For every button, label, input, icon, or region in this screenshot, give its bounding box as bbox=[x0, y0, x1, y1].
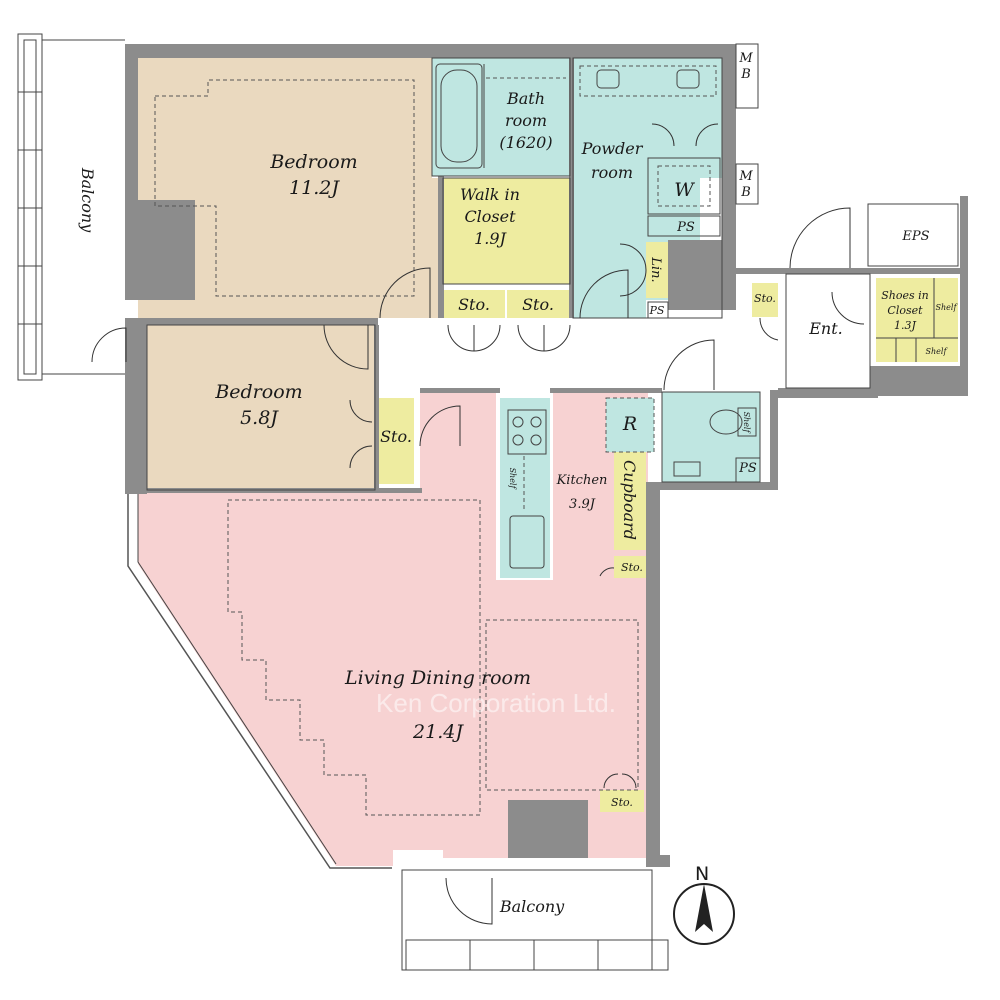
wall-hall-south-b bbox=[550, 388, 662, 393]
kitchen-shelf-label: Shelf bbox=[508, 468, 517, 491]
cupboard-area bbox=[614, 452, 646, 550]
walkin-label-1: Walk in bbox=[460, 185, 520, 204]
powder-label-1: Powder bbox=[581, 139, 644, 158]
entrance-storage-area bbox=[752, 283, 778, 317]
bathroom-area bbox=[432, 58, 570, 176]
eps-label: EPS bbox=[901, 229, 929, 244]
wall-hall-south-a bbox=[420, 388, 500, 393]
wall-living-angle bbox=[127, 494, 392, 869]
vanity-counter bbox=[579, 65, 717, 97]
hall-storage-left-label: Sto. bbox=[458, 295, 490, 314]
balcony-south bbox=[401, 869, 669, 971]
mb-label-upper-m: M bbox=[738, 51, 753, 66]
shoes-closet-area bbox=[876, 278, 958, 362]
bedroom-small-storage-label: Sto. bbox=[380, 427, 412, 446]
kitchen-storage-label: Sto. bbox=[621, 561, 643, 574]
bedroom-small-area bbox=[147, 325, 375, 490]
kitchen-storage-area bbox=[614, 556, 646, 578]
walkin-closet-area bbox=[443, 178, 570, 284]
wall-east-upper bbox=[722, 44, 736, 244]
wall-living-angle-inner bbox=[137, 494, 337, 865]
shoes-label-2: Closet bbox=[887, 304, 923, 317]
entrance-storage-label: Sto. bbox=[754, 292, 776, 305]
balcony-south-label: Balcony bbox=[499, 897, 565, 916]
sink-right-icon bbox=[676, 69, 700, 89]
mb-label-lower-b: B bbox=[740, 185, 751, 200]
fridge-label: R bbox=[622, 413, 637, 435]
shoes-shelf-label-2: Shelf bbox=[926, 347, 949, 356]
wall-bedroom-large-right bbox=[438, 176, 444, 318]
wall-kitchen-east bbox=[646, 482, 660, 858]
sink-left-icon bbox=[596, 69, 620, 89]
bedroom-large-size: 11.2J bbox=[289, 177, 340, 199]
wall-west-upper bbox=[125, 44, 138, 200]
wall-ent-east bbox=[960, 196, 968, 396]
bedroom-large-label: Bedroom bbox=[269, 151, 357, 173]
balcony-west bbox=[17, 33, 125, 381]
compass-north-label: N bbox=[695, 863, 709, 885]
bedroom-small-size: 5.8J bbox=[240, 407, 279, 429]
wall-ent-north bbox=[736, 268, 964, 274]
linen-area bbox=[646, 242, 668, 298]
bathtub bbox=[435, 63, 483, 169]
living-dining-label: Living Dining room bbox=[344, 667, 531, 689]
entrance-label: Ent. bbox=[808, 319, 843, 338]
bath-label-1: Bath bbox=[506, 89, 545, 108]
living-storage-label: Sto. bbox=[611, 796, 633, 809]
compass: N bbox=[673, 863, 735, 945]
bedroom-small-label: Bedroom bbox=[214, 381, 302, 403]
balcony-west-label: Balcony bbox=[78, 167, 97, 233]
hall-storage-left-area bbox=[443, 290, 505, 318]
wall-bedroom-small-right bbox=[374, 325, 379, 493]
toilet-area bbox=[662, 392, 760, 482]
wall-west-pillar bbox=[125, 200, 195, 300]
shoes-shelf-label-1: Shelf bbox=[936, 303, 959, 312]
wall-toilet-south bbox=[646, 482, 776, 490]
stove-icon bbox=[507, 409, 547, 455]
fridge-area bbox=[606, 398, 654, 452]
washer-icon bbox=[647, 157, 721, 215]
wall-west-lower bbox=[125, 318, 147, 494]
hall-storage-right-label: Sto. bbox=[522, 295, 554, 314]
wall-entrance-east bbox=[770, 390, 778, 490]
bath-label-3: (1620) bbox=[499, 133, 552, 152]
kitchen-label: Kitchen bbox=[556, 473, 608, 488]
living-dining-area bbox=[138, 392, 648, 866]
walkin-label-2: Closet bbox=[464, 207, 516, 226]
walkin-label-3: 1.9J bbox=[474, 229, 507, 248]
linen-label: Lin. bbox=[648, 256, 663, 282]
shoes-label-1: Shoes in bbox=[881, 289, 929, 302]
kitchen-sink-icon bbox=[509, 515, 545, 569]
hall-storage-right-area bbox=[507, 290, 570, 318]
toilet-icon bbox=[737, 407, 757, 437]
cupboard-label: Cupboard bbox=[620, 460, 639, 540]
wall-living-south-pillar bbox=[508, 800, 588, 858]
wall-north bbox=[125, 44, 730, 58]
ps-label-1: PS bbox=[676, 220, 695, 235]
living-storage-area bbox=[600, 790, 644, 812]
wall-shaft bbox=[668, 240, 736, 310]
shoes-label-3: 1.3J bbox=[894, 319, 916, 332]
living-dining-size: 21.4J bbox=[412, 721, 464, 743]
wall-ent-south bbox=[778, 366, 968, 398]
bedroom-small-storage-area bbox=[378, 398, 414, 484]
ps-label-3: PS bbox=[738, 461, 757, 476]
bedroom-large-area bbox=[138, 58, 443, 318]
toilet-shelf-label: Shelf bbox=[742, 412, 751, 435]
watermark: Ken Corporation Ltd. bbox=[376, 688, 616, 718]
wall-bath-powder bbox=[569, 58, 574, 318]
ps-label-2: PS bbox=[649, 304, 665, 317]
bath-label-2: room bbox=[505, 111, 547, 130]
mb-label-upper-b: B bbox=[740, 67, 751, 82]
washer-label: W bbox=[674, 179, 695, 201]
wall-bedroom-divider bbox=[138, 318, 378, 325]
powder-label-2: room bbox=[591, 163, 633, 182]
wall-south-east bbox=[646, 855, 670, 867]
mb-label-lower-m: M bbox=[738, 169, 753, 184]
kitchen-size: 3.9J bbox=[569, 497, 596, 512]
